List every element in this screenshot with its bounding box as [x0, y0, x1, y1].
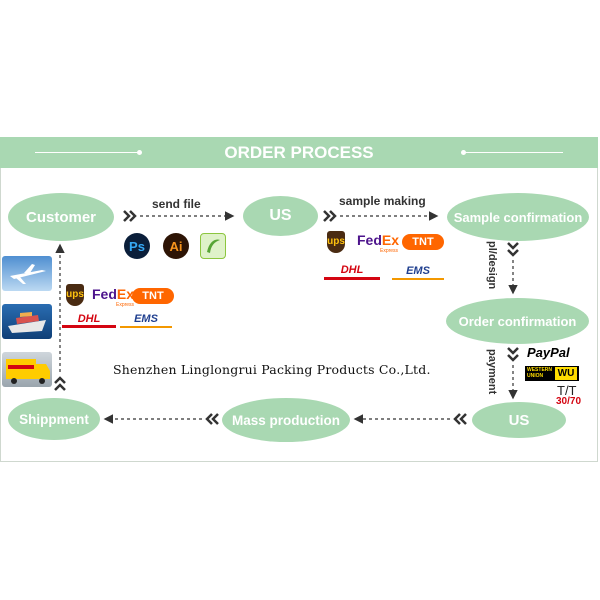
dhl-logo-top: DHL — [324, 264, 380, 280]
node-order-confirmation-label: Order confirmation — [458, 313, 577, 329]
paypal-logo: PayPal — [527, 345, 570, 360]
label-send-file: send file — [152, 197, 201, 211]
arrow-sample-to-order — [507, 242, 519, 295]
title-banner: ORDER PROCESS — [0, 137, 598, 168]
arrow-mass-to-shippment — [103, 413, 219, 425]
arrow-order-to-us — [507, 347, 519, 400]
coreldraw-icon — [200, 233, 226, 259]
wu-mark: WU — [555, 367, 577, 380]
tnt-logo-top: TNT — [402, 234, 444, 250]
dhl-logo-left: DHL — [62, 313, 116, 328]
illustrator-icon-text: Ai — [169, 238, 183, 254]
node-us-bottom-label: US — [508, 411, 530, 429]
arrow-customer-to-us — [123, 210, 235, 222]
page-title: ORDER PROCESS — [224, 143, 374, 162]
tt-logo: T/T — [557, 383, 577, 398]
photoshop-icon: Ps — [124, 233, 150, 259]
western-union-text: WESTERN UNION — [527, 367, 552, 379]
ship-photo — [2, 304, 52, 339]
truck-photo — [2, 352, 52, 387]
node-mass-production-label: Mass production — [231, 412, 340, 428]
label-sample-making: sample making — [339, 194, 426, 208]
arrow-shippment-to-customer — [54, 243, 66, 391]
ups-logo-top: ups — [327, 231, 345, 253]
banner-line-left — [35, 152, 140, 153]
company-name: Shenzhen Linglongrui Packing Products Co… — [113, 362, 431, 377]
ups-logo-left: ups — [66, 284, 84, 306]
node-sample-confirmation: Sample confirmation — [447, 193, 589, 241]
illustrator-icon: Ai — [163, 233, 189, 259]
fedex-sub-top: Express — [380, 248, 399, 254]
node-customer: Customer — [8, 193, 114, 241]
node-shippment: Shippment — [8, 398, 100, 440]
tnt-logo-left: TNT — [132, 288, 174, 304]
arrow-us-to-mass — [353, 413, 467, 425]
fedex-logo-top: FedEx — [357, 232, 400, 248]
node-customer-label: Customer — [25, 208, 96, 226]
banner-line-right — [465, 152, 563, 153]
label-payment: payment — [486, 349, 498, 395]
airplane-photo — [2, 256, 52, 291]
node-order-confirmation: Order confirmation — [446, 298, 589, 344]
node-us-top: US — [243, 196, 318, 236]
arrow-us-to-sample — [323, 210, 439, 222]
banner-dot-right — [461, 150, 466, 155]
ems-logo-top: EMS — [392, 264, 444, 280]
fedex-logo-left: FedEx — [92, 286, 135, 302]
tt-terms: 30/70 — [556, 396, 582, 407]
node-shippment-label: Shippment — [19, 411, 89, 427]
fedex-sub-left: Express — [116, 302, 135, 308]
banner-dot-left — [137, 150, 142, 155]
ems-logo-left: EMS — [120, 313, 172, 328]
node-us-bottom: US — [472, 402, 566, 438]
node-sample-confirmation-label: Sample confirmation — [453, 209, 583, 225]
node-us-top-label: US — [269, 207, 292, 224]
label-pl-design: pl/design — [486, 241, 498, 290]
node-mass-production: Mass production — [222, 398, 350, 442]
photoshop-icon-text: Ps — [129, 238, 145, 254]
western-union-logo: WESTERN UNION WU — [525, 366, 579, 381]
